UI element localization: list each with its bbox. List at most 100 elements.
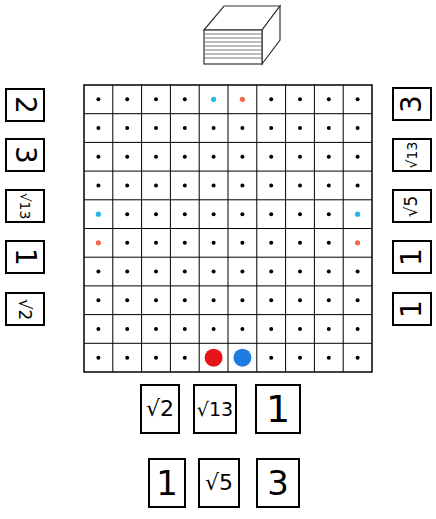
- card-value: 2: [11, 96, 39, 114]
- grid-dot: [96, 155, 100, 159]
- grid-dot: [125, 126, 129, 130]
- card-value: √2: [17, 298, 34, 320]
- card-value: √5: [404, 195, 421, 217]
- grid-dot: [240, 212, 244, 216]
- grid-dot: [212, 298, 216, 302]
- grid-dot: [240, 241, 244, 245]
- grid-dot: [356, 327, 360, 331]
- grid-dot: [327, 298, 331, 302]
- grid-dot: [298, 126, 302, 130]
- number-card: 3: [5, 138, 45, 172]
- red-piece: [205, 349, 223, 367]
- grid-dot: [269, 155, 273, 159]
- grid-dot: [298, 270, 302, 274]
- grid-dot: [154, 126, 158, 130]
- number-card: 1: [255, 384, 301, 434]
- grid-dot: [298, 155, 302, 159]
- card-value: 1: [11, 248, 39, 266]
- grid-dot: [356, 155, 360, 159]
- grid-line: [84, 314, 372, 315]
- grid-line: [84, 228, 372, 229]
- grid-dot: [356, 97, 360, 101]
- grid-dot: [298, 327, 302, 331]
- card-value: 3: [398, 95, 426, 113]
- number-card: 1: [5, 240, 45, 274]
- number-card: 1: [392, 292, 432, 326]
- number-card: 1: [148, 458, 186, 508]
- grid-dot: [154, 356, 158, 360]
- number-card: 2: [5, 88, 45, 122]
- grid-dot: [154, 241, 158, 245]
- grid-dot: [327, 270, 331, 274]
- grid-dot: [240, 298, 244, 302]
- grid-dot: [183, 126, 187, 130]
- grid-line: [343, 85, 344, 372]
- grid-dot: [269, 270, 273, 274]
- grid-dot: [183, 298, 187, 302]
- grid-dot: [212, 327, 216, 331]
- grid-dot: [212, 212, 216, 216]
- grid-dot: [327, 97, 331, 101]
- grid-dot: [298, 183, 302, 187]
- grid-dot: [125, 270, 129, 274]
- grid-dot: [327, 155, 331, 159]
- grid-dot: [96, 97, 100, 101]
- grid-dot: [125, 356, 129, 360]
- grid-dot: [298, 356, 302, 360]
- colored-dot: [355, 240, 360, 245]
- grid-dot: [356, 270, 360, 274]
- grid-dot: [298, 298, 302, 302]
- grid-dot: [96, 270, 100, 274]
- grid-line: [84, 285, 372, 286]
- grid-dot: [269, 126, 273, 130]
- grid-dot: [183, 183, 187, 187]
- grid-dot: [125, 298, 129, 302]
- grid-dot: [356, 183, 360, 187]
- grid-dot: [327, 183, 331, 187]
- card-value: 1: [398, 248, 426, 266]
- number-card: 1: [392, 240, 432, 274]
- grid-dot: [183, 270, 187, 274]
- grid-dot: [125, 97, 129, 101]
- grid-dot: [154, 155, 158, 159]
- grid-dot: [154, 183, 158, 187]
- number-card: √2: [5, 292, 45, 326]
- grid-dot: [183, 97, 187, 101]
- card-value: √5: [205, 472, 233, 494]
- card-deck: [204, 6, 280, 64]
- number-card: 3: [256, 458, 300, 508]
- grid-dot: [327, 356, 331, 360]
- number-card: √13: [193, 384, 237, 434]
- grid-dot: [298, 212, 302, 216]
- grid-dot: [269, 327, 273, 331]
- grid-dot: [154, 270, 158, 274]
- grid-dot: [96, 327, 100, 331]
- grid-dot: [154, 298, 158, 302]
- grid-dot: [96, 183, 100, 187]
- number-card: √13: [392, 138, 432, 172]
- card-value: 3: [11, 146, 39, 164]
- card-value: √13: [197, 400, 233, 419]
- grid-dot: [327, 327, 331, 331]
- grid-dot: [240, 183, 244, 187]
- grid-dot: [240, 126, 244, 130]
- grid-dot: [154, 327, 158, 331]
- grid-dot: [183, 241, 187, 245]
- number-card: 3: [392, 87, 432, 121]
- grid-dot: [240, 270, 244, 274]
- grid-dot: [269, 356, 273, 360]
- grid-dot: [96, 298, 100, 302]
- grid-dot: [125, 212, 129, 216]
- grid-dot: [269, 241, 273, 245]
- colored-dot: [240, 97, 245, 102]
- card-value: 3: [267, 466, 289, 500]
- board-border: [84, 85, 372, 372]
- grid-line: [84, 257, 372, 258]
- colored-dot: [355, 212, 360, 217]
- grid-line: [256, 85, 257, 372]
- grid-dot: [96, 126, 100, 130]
- card-value: 1: [156, 466, 178, 500]
- grid-dot: [183, 327, 187, 331]
- grid-dot: [183, 356, 187, 360]
- grid-dot: [212, 183, 216, 187]
